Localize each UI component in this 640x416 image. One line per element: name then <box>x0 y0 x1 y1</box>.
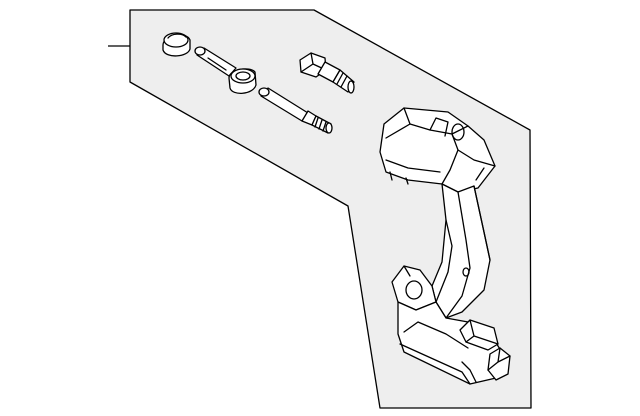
caliper-support-bracket <box>379 107 511 385</box>
guide-pin-boot <box>162 32 191 57</box>
guide-pin-with-bushing <box>194 46 257 94</box>
bracket-bolt <box>299 52 355 94</box>
guide-pin <box>258 87 333 134</box>
